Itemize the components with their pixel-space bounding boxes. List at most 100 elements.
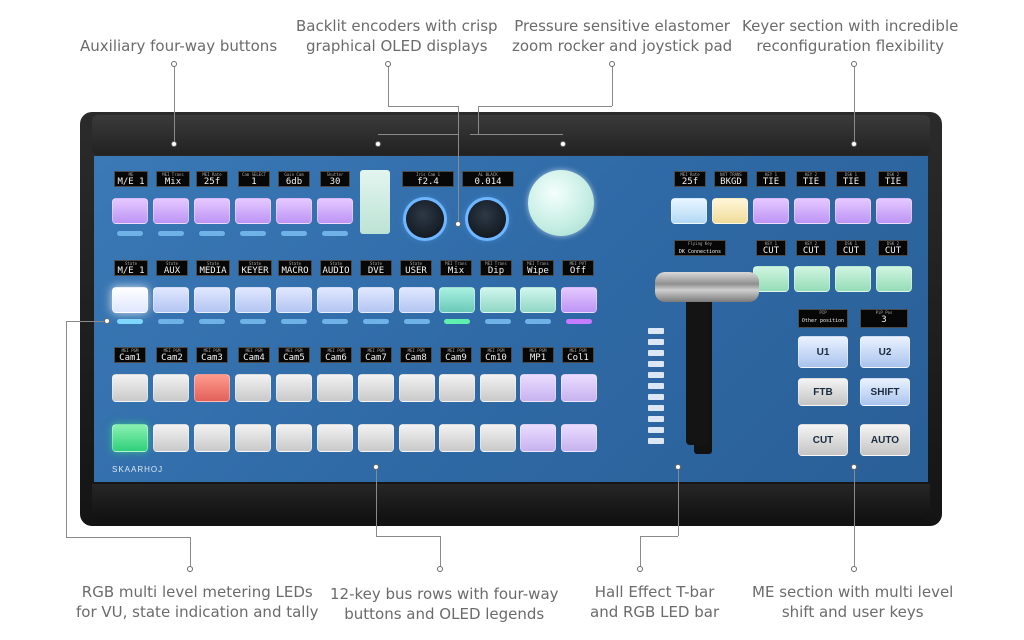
aux-led [117,231,143,236]
joystick-pad[interactable] [528,170,594,236]
tbar-led-segment [648,372,664,378]
bus-b-key-12[interactable] [561,424,597,452]
panel-bottom-bar [92,484,930,520]
leader-bus-rows [376,536,440,537]
aux-led [322,231,348,236]
state-key-2[interactable] [153,287,189,313]
bus-b-key-4[interactable] [235,424,271,452]
state-key-4[interactable] [235,287,271,313]
leader-me [854,468,855,568]
bus-a-key-10[interactable] [480,374,516,402]
encoder-knob-1[interactable] [406,200,444,238]
state-key-7[interactable] [358,287,394,313]
leader-dot [851,566,857,572]
user-key-u1[interactable]: U1 [798,336,848,368]
state-key-9[interactable] [439,287,475,313]
state-led [117,319,143,324]
bus-a-key-11[interactable] [520,374,556,402]
brand-logo: SKAARHOJ [112,465,164,474]
bus-b-key-11[interactable] [520,424,556,452]
bus-b-key-7[interactable] [358,424,394,452]
keyer-key-6[interactable] [876,198,912,224]
shift-button[interactable]: SHIFT [860,378,910,406]
bus-a-key-12[interactable] [561,374,597,402]
keyer-key-5[interactable] [835,198,871,224]
leader-dot [560,141,566,147]
bus-a-key-6[interactable] [317,374,353,402]
bus-a-key-2[interactable] [153,374,189,402]
tbar-led-segment [648,416,664,422]
state-key-6[interactable] [317,287,353,313]
state-key-1[interactable] [112,287,148,313]
tbar-led-segment [648,427,664,433]
user-key-u2[interactable]: U2 [860,336,910,368]
bus-b-key-1[interactable] [112,424,148,452]
bus-a-key-5[interactable] [276,374,312,402]
state-key-11[interactable] [520,287,556,313]
bus-b-key-9[interactable] [439,424,475,452]
tbar-arm[interactable] [686,295,708,445]
keyer-key-1[interactable] [671,198,707,224]
bus-a-key-4[interactable] [235,374,271,402]
state-key-10[interactable] [480,287,516,313]
state-key-8[interactable] [399,287,435,313]
leader-dot [609,61,615,67]
bus-b-key-2[interactable] [153,424,189,452]
bus-a-key-8[interactable] [399,374,435,402]
bus-b-key-3[interactable] [194,424,230,452]
aux-key-4[interactable] [235,198,271,224]
zoom-rocker[interactable] [360,170,390,234]
auto-button[interactable]: AUTO [860,424,910,456]
leader-dot [104,318,110,324]
aux-key-2[interactable] [153,198,189,224]
bus-b-key-6[interactable] [317,424,353,452]
leader-dot [171,141,177,147]
encoder-knob-2[interactable] [468,200,506,238]
aux-key-6[interactable] [317,198,353,224]
leader-rocker [478,106,612,107]
keyer-key-4[interactable] [794,198,830,224]
cut-key-4[interactable] [876,266,912,292]
cut-button[interactable]: CUT [798,424,848,456]
state-led [158,319,184,324]
bus-a-key-1[interactable] [112,374,148,402]
aux-key-1[interactable] [112,198,148,224]
leader-bus-rows [376,468,377,536]
aux-key-5[interactable] [276,198,312,224]
state-led [485,319,511,324]
keyer-key-2[interactable] [712,198,748,224]
keyer-key-3[interactable] [753,198,789,224]
bus-b-key-8[interactable] [399,424,435,452]
tbar-led-segment [648,438,664,444]
bus-b-key-10[interactable] [480,424,516,452]
callout-aux-buttons: Auxiliary four-way buttons [80,37,278,55]
bus-a-key-9[interactable] [439,374,475,402]
cut-key-3[interactable] [835,266,871,292]
leader-dot [851,141,857,147]
bus-a-key-3[interactable] [194,374,230,402]
state-key-12[interactable] [561,287,597,313]
bus-a-key-7[interactable] [358,374,394,402]
state-led [281,319,307,324]
ftb-button[interactable]: FTB [798,378,848,406]
bus-b-key-5[interactable] [276,424,312,452]
cut-key-2[interactable] [794,266,830,292]
state-key-3[interactable] [194,287,230,313]
state-key-5[interactable] [276,287,312,313]
tbar-handle[interactable] [655,272,759,302]
aux-key-3[interactable] [194,198,230,224]
